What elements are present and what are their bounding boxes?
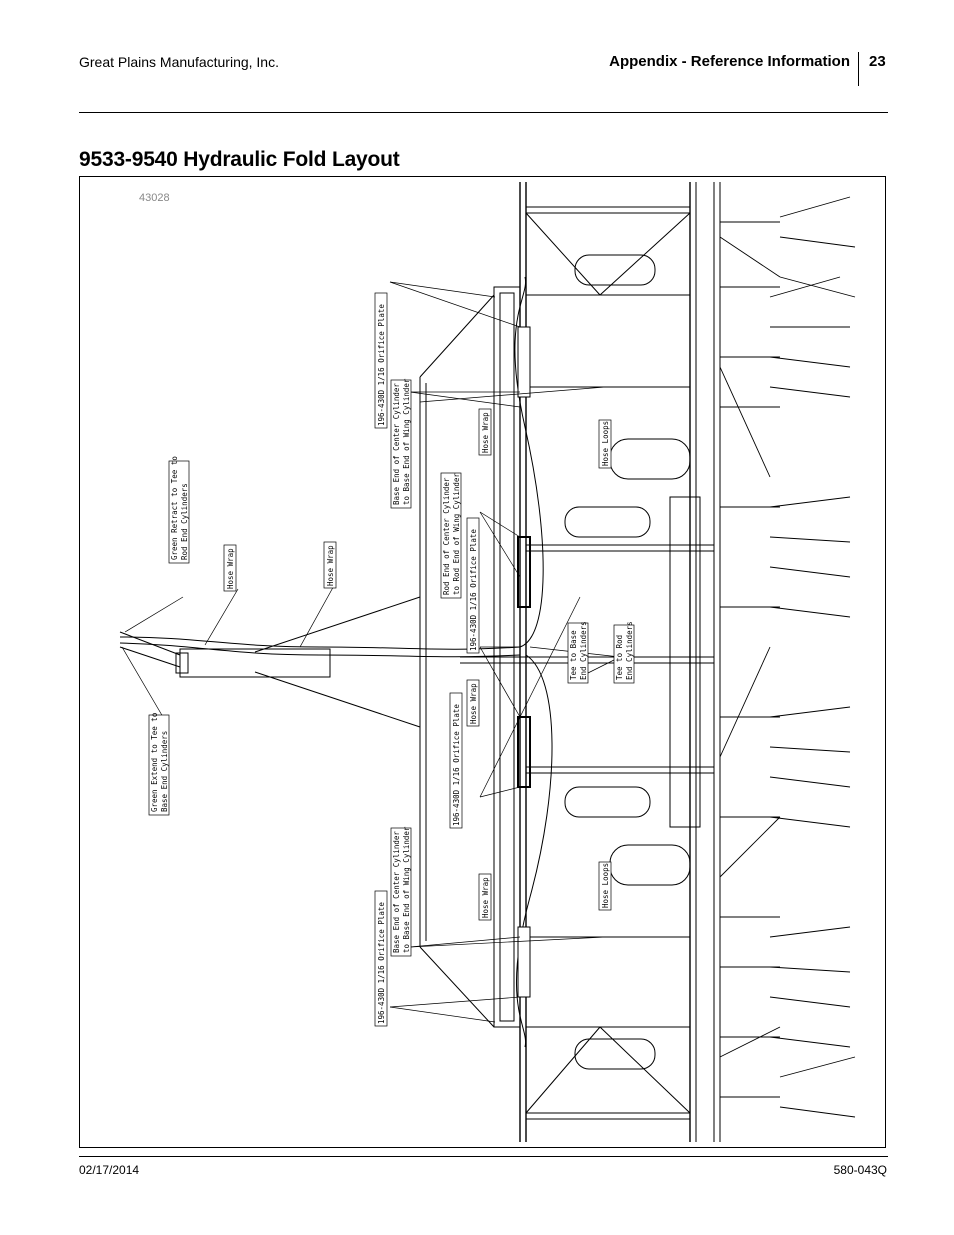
callout-hose-wrap-hitch-left: Hose Wrap <box>226 548 235 589</box>
callout-base-center-1a: Base End of Center Cylinder <box>392 383 401 505</box>
callout-tee-rod-a: Tee to Rod <box>615 635 624 680</box>
callout-orifice-plate-4: 196-430D 1/16 Orifice Plate <box>377 902 386 1024</box>
hydraulic-fold-diagram: Green Retract to Tee to Rod End Cylinder… <box>119 182 856 1142</box>
callout-hose-wrap-hitch-right: Hose Wrap <box>326 545 335 586</box>
callout-hose-loops-2: Hose Loops <box>601 863 610 908</box>
callout-base-center-2a: Base End of Center Cylinder <box>392 831 401 953</box>
header-rule <box>79 112 888 113</box>
page-title: 9533-9540 Hydraulic Fold Layout <box>79 148 400 171</box>
callout-green-extend-2: Base End Cylinders <box>160 731 169 812</box>
section-title: Appendix - Reference Information <box>609 53 850 70</box>
footer-rule <box>79 1156 888 1157</box>
page-number: 23 <box>869 53 886 70</box>
callout-rod-center-b: to Rod End of Wing Cylinder <box>452 473 461 595</box>
figure-frame <box>79 176 886 1148</box>
callout-tee-rod-b: End Cylinders <box>625 621 634 680</box>
callout-hose-wrap-3: Hose Wrap <box>481 877 490 918</box>
callout-tee-base-a: Tee to Base <box>569 630 578 680</box>
footer-date: 02/17/2014 <box>79 1163 140 1177</box>
callout-green-extend-1: Green Extend to Tee to <box>150 712 159 812</box>
callout-orifice-plate-1: 196-430D 1/16 Orifice Plate <box>377 304 386 426</box>
footer-doc-number: 580-043Q <box>833 1163 887 1177</box>
callout-rod-center-a: Rod End of Center Cylinder <box>442 477 451 595</box>
callout-base-center-1b: to Base End of Wing Cylinder <box>402 378 411 505</box>
callout-base-center-2b: to Base End of Wing Cylinder <box>402 826 411 953</box>
callout-green-retract-2: Rod End Cylinders <box>180 483 189 560</box>
callout-hose-wrap-2: Hose Wrap <box>469 683 478 724</box>
company-name: Great Plains Manufacturing, Inc. <box>79 54 279 70</box>
figure-id: 43028 <box>139 192 170 204</box>
header-separator <box>858 52 859 86</box>
callout-orifice-plate-3: 196-430D 1/16 Orifice Plate <box>452 704 461 826</box>
callout-hose-wrap-1: Hose Wrap <box>481 412 490 453</box>
callout-orifice-plate-2: 196-430D 1/16 Orifice Plate <box>469 529 478 651</box>
callout-tee-base-b: End Cylinders <box>579 621 588 680</box>
callout-hose-loops-1: Hose Loops <box>601 421 610 466</box>
callout-green-retract-1: Green Retract to Tee to <box>170 456 179 560</box>
